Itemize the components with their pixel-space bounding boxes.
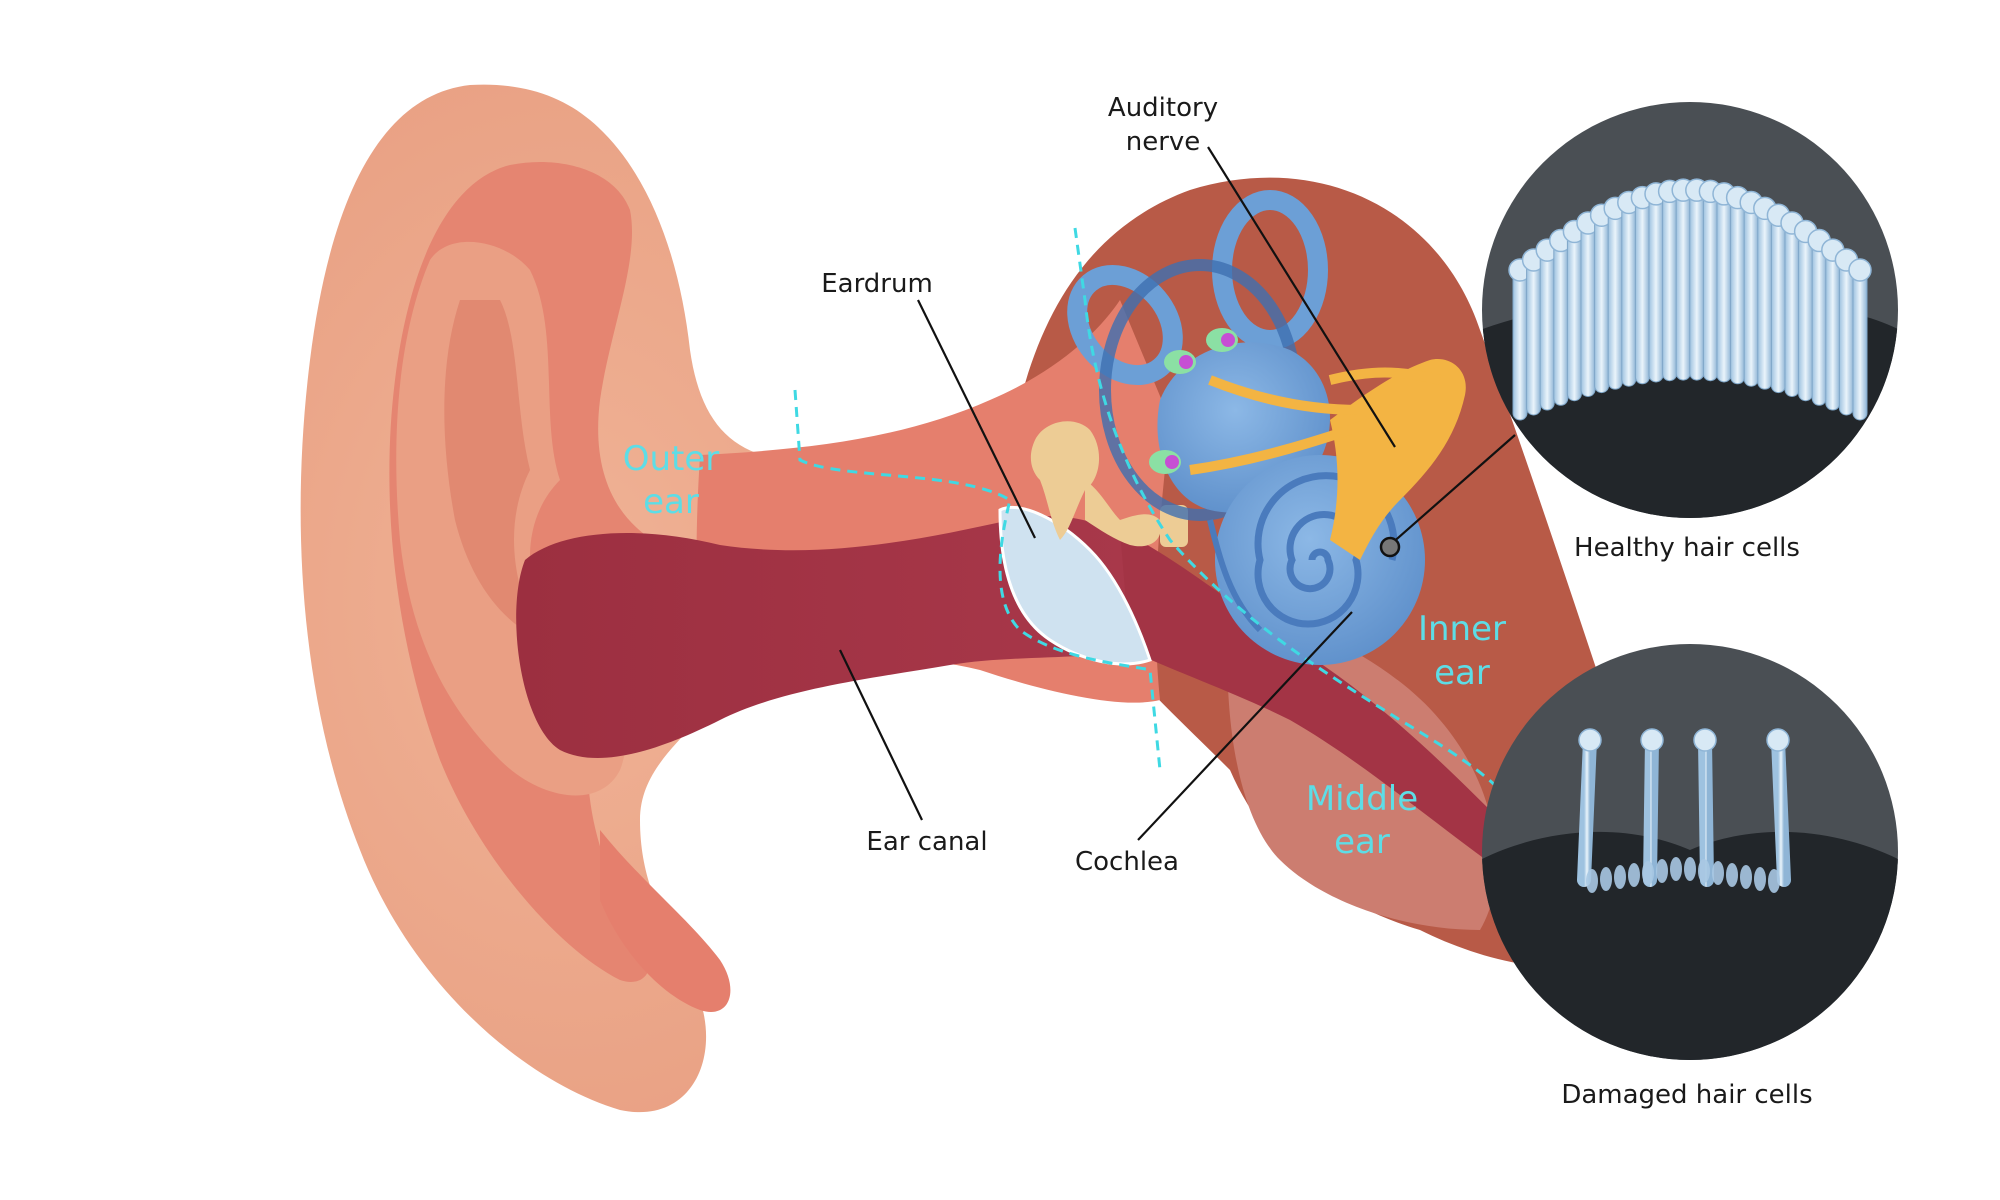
cochlea-leader: [1137, 611, 1353, 841]
damaged-hair-cell-stub: [1670, 857, 1682, 881]
damaged-hair-cell-stub: [1684, 857, 1696, 881]
outer-ear-label-line1: Outer: [623, 439, 720, 479]
ampullae: [1149, 328, 1238, 474]
auditory-nerve-label-line1: Auditory: [1108, 93, 1218, 123]
damaged-hair-cell-stub: [1656, 859, 1668, 883]
healthy-hair-cells-inset: [1482, 102, 1898, 518]
healthy-hair-cells-label: Healthy hair cells: [1574, 533, 1800, 563]
outer-ear-label-line2: ear: [643, 482, 699, 522]
damaged-hair-cells-inset: [1482, 644, 1898, 1060]
ear-canal-leader: [839, 649, 923, 821]
eardrum-label: Eardrum: [821, 269, 933, 299]
damaged-hair-cell-stub: [1642, 861, 1654, 885]
region-boundaries: [793, 227, 1502, 792]
damaged-hair-cell-stub: [1614, 865, 1626, 889]
healthy-hair-cells: [1508, 178, 1872, 421]
damaged-hair-cell-stub: [1698, 859, 1710, 883]
healthy-hair-cell: [1793, 219, 1818, 402]
damaged-hair-cell-stub: [1754, 867, 1766, 891]
damaged-standing-hair-cell: [1640, 728, 1664, 887]
damaged-hair-cells-label: Damaged hair cells: [1561, 1080, 1812, 1110]
leader-dot: [1379, 536, 1401, 558]
damaged-standing-hair-cell: [1577, 728, 1602, 887]
damaged-hair-cells: [1577, 728, 1791, 893]
eardrum-leader: [917, 299, 1036, 539]
damaged-hair-cell-stub: [1586, 869, 1598, 893]
healthy-hair-cell: [1848, 258, 1872, 421]
ear-canal-shape: [516, 516, 1510, 870]
damaged-standing-hair-cell: [1693, 728, 1717, 887]
damaged-hair-cell-stub: [1600, 867, 1612, 891]
healthy-hair-cell: [1617, 190, 1641, 387]
middle-ear-label-line1: Middle: [1306, 779, 1418, 819]
inner-ear-label-line2: ear: [1434, 653, 1490, 693]
auditory-nerve-shape: [1189, 359, 1466, 560]
cochlea-label: Cochlea: [1075, 847, 1179, 877]
leader-lines: [839, 146, 1516, 841]
middle-ear-label-line2: ear: [1334, 822, 1390, 862]
inner-ear-label-line1: Inner: [1418, 609, 1506, 649]
damaged-hair-cell-stub: [1768, 869, 1780, 893]
cochlea-to-healthy-leader: [1389, 434, 1516, 546]
damaged-hair-cell-stub: [1712, 861, 1724, 885]
auditory-nerve-leader: [1207, 146, 1396, 448]
damaged-hair-cell-stub: [1726, 863, 1738, 887]
damaged-hair-cell-stub: [1740, 865, 1752, 889]
auditory-nerve-label-line2: nerve: [1126, 127, 1201, 157]
ear-canal-label: Ear canal: [866, 827, 987, 857]
damaged-standing-hair-cell: [1766, 728, 1791, 887]
damaged-hair-cell-stub: [1628, 863, 1640, 887]
